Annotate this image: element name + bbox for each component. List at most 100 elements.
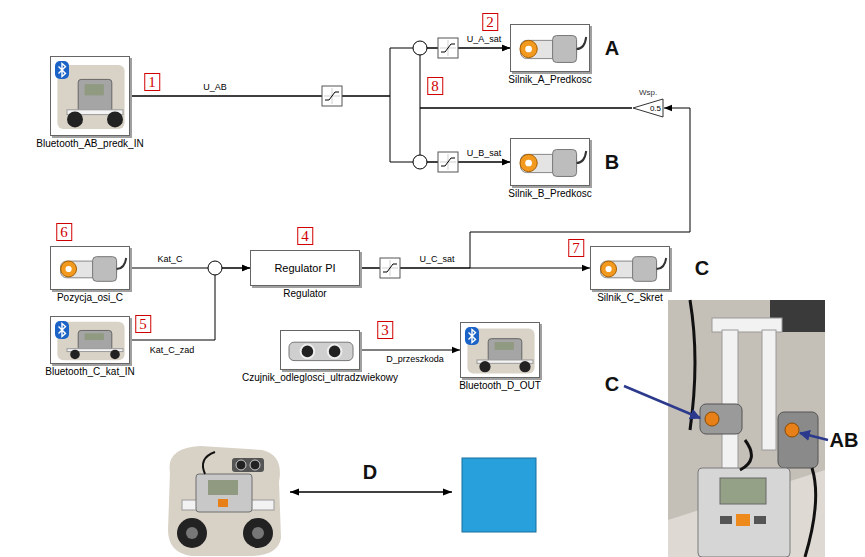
motor-hub	[520, 40, 537, 57]
gain-triangle	[633, 99, 663, 117]
cable	[690, 300, 816, 557]
motor-hub	[520, 154, 537, 171]
motor-hub	[705, 412, 719, 426]
saturation-curve	[383, 264, 397, 272]
nxt-screen	[495, 342, 514, 350]
motor-hub	[785, 423, 799, 437]
saturation-axes	[382, 260, 398, 276]
nxt-screen	[208, 480, 238, 495]
motor-block: Silnik_B_Predkosc	[510, 138, 590, 186]
block-icon	[51, 317, 131, 365]
lego-beam	[762, 330, 776, 450]
wheel	[110, 350, 120, 360]
sum-block	[413, 41, 427, 55]
sensor-eye	[236, 460, 246, 470]
wheel	[70, 350, 80, 360]
saturation-curve	[441, 44, 455, 52]
saturation-block	[322, 86, 342, 106]
wheel	[519, 361, 530, 372]
part-letter: C	[695, 257, 709, 279]
signal-name: U_A_sat	[466, 34, 503, 44]
ultrasonic-sensor	[232, 458, 264, 472]
block-name: Wsp.	[639, 88, 657, 97]
sensor-body	[289, 342, 353, 360]
saturation-axes	[324, 88, 340, 104]
sensor-eye	[301, 345, 315, 359]
computer-square	[462, 458, 536, 532]
block-name: Bluetooth_D_OUT	[459, 380, 541, 392]
block-name: Czujnik_odleglosci_ultradzwiekowy	[242, 372, 398, 384]
callout-number: 6	[56, 223, 72, 241]
bluetooth-logo	[465, 327, 479, 345]
bluetooth-logo	[55, 61, 69, 79]
callout-number: 5	[135, 315, 151, 333]
saturation-box	[322, 86, 342, 106]
wheel	[479, 361, 490, 372]
signal-name: D_przeszkoda	[385, 354, 445, 364]
block-icon	[51, 57, 131, 137]
sensor-eye	[250, 460, 260, 470]
motor-cable	[577, 37, 587, 49]
sum-block	[413, 155, 427, 169]
wheel	[67, 111, 83, 127]
saturation-axes	[440, 40, 456, 56]
wheel-hub	[252, 527, 264, 539]
lego-beam	[722, 330, 738, 470]
part-letter: C	[605, 373, 619, 395]
motor-housing	[633, 257, 657, 282]
motor-housing	[553, 150, 577, 177]
block-name: Bluetooth_AB_predk_IN	[36, 138, 143, 150]
part-letter: B	[605, 151, 619, 173]
motor-block: Silnik_C_Skret	[590, 246, 670, 290]
block-text: Regulator PI	[274, 262, 335, 275]
motor-block: Silnik_A_Predkosc	[510, 24, 590, 72]
motor-block: Pozycja_osi_C	[50, 246, 130, 290]
signal-line	[130, 268, 250, 340]
saturation-block	[438, 152, 458, 172]
callout-number: 1	[144, 73, 160, 91]
nxt-brick	[78, 330, 112, 350]
block-icon	[511, 139, 591, 187]
signal-line	[360, 350, 460, 351]
bluetooth-block: Bluetooth_AB_predk_IN	[50, 56, 130, 136]
nxt-button	[736, 514, 750, 526]
block-icon	[281, 331, 361, 371]
nxt-button	[754, 516, 766, 524]
block-text: 0.5	[650, 104, 661, 113]
block-name: Silnik_A_Predkosc	[508, 74, 591, 86]
cable	[203, 452, 215, 474]
bluetooth-rune	[59, 64, 66, 77]
bluetooth-badge	[55, 61, 69, 79]
motor-axle	[525, 160, 532, 167]
signal-name: Kat_C_zad	[149, 345, 196, 355]
bluetooth-badge	[55, 321, 69, 339]
sensor-eye	[328, 345, 342, 359]
nxt-button	[218, 499, 228, 507]
signal-name: U_B_sat	[466, 148, 503, 158]
block-name: Bluetooth_C_kat_IN	[45, 366, 135, 378]
bluetooth-rune	[59, 324, 66, 337]
nxt-brick	[196, 474, 252, 512]
robot-photo	[168, 446, 281, 556]
nxt-brick	[78, 79, 112, 113]
callout-number: 2	[482, 13, 498, 31]
wheel	[243, 518, 273, 548]
saturation-curve	[325, 92, 339, 100]
saturation-block	[438, 38, 458, 58]
block-icon	[51, 247, 131, 291]
part-letter: D	[363, 461, 377, 483]
bluetooth-logo	[55, 321, 69, 339]
part-letter: AB	[830, 429, 859, 451]
block-icon	[591, 247, 671, 291]
pointer-arrow	[624, 386, 700, 418]
nxt-screen	[720, 478, 766, 504]
bluetooth-rune	[469, 330, 476, 343]
robot-arm-photo	[668, 300, 825, 557]
motor-axle	[606, 266, 612, 272]
motor-housing	[93, 257, 117, 282]
block-name: Silnik_B_Predkosc	[508, 188, 591, 200]
bluetooth-block: Bluetooth_D_OUT	[460, 322, 540, 378]
wheel-hub	[186, 527, 198, 539]
motor-housing	[553, 36, 577, 63]
saturation-block	[380, 258, 400, 278]
